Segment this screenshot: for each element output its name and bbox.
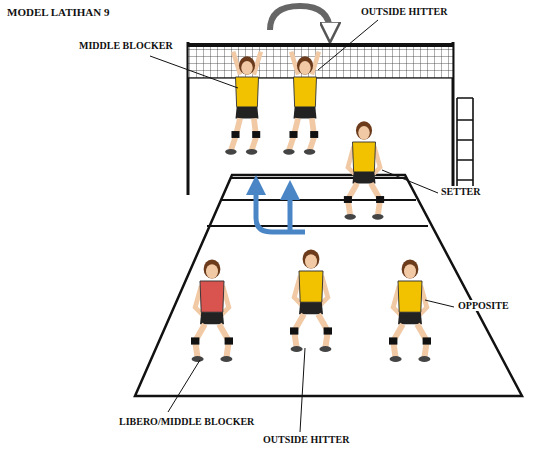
leader-line: [150, 56, 238, 88]
play-arrows: [256, 6, 330, 232]
leader-line: [168, 360, 200, 412]
player: [344, 121, 384, 219]
leader-line: [382, 170, 438, 193]
leader-line: [300, 348, 305, 432]
position-label: LIBERO/MIDDLE BLOCKER: [118, 416, 255, 427]
leader-lines: [150, 20, 454, 432]
position-label: OUTSIDE HITTER: [360, 6, 448, 17]
position-label: MIDDLE BLOCKER: [78, 40, 174, 51]
position-label: OUTSIDE HITTER: [262, 434, 350, 445]
player: [283, 52, 319, 155]
player: [225, 52, 261, 155]
position-label: SETTER: [440, 186, 481, 197]
diagram-title: MODEL LATIHAN 9: [6, 6, 110, 18]
player: [191, 259, 233, 362]
leader-line: [318, 20, 378, 70]
leader-line: [425, 300, 454, 307]
player: [389, 259, 431, 362]
player: [290, 249, 332, 352]
referee-stand: [457, 98, 473, 195]
net: [188, 42, 453, 195]
players: [191, 52, 431, 362]
court: [135, 175, 522, 396]
position-label: OPPOSITE: [457, 300, 510, 311]
